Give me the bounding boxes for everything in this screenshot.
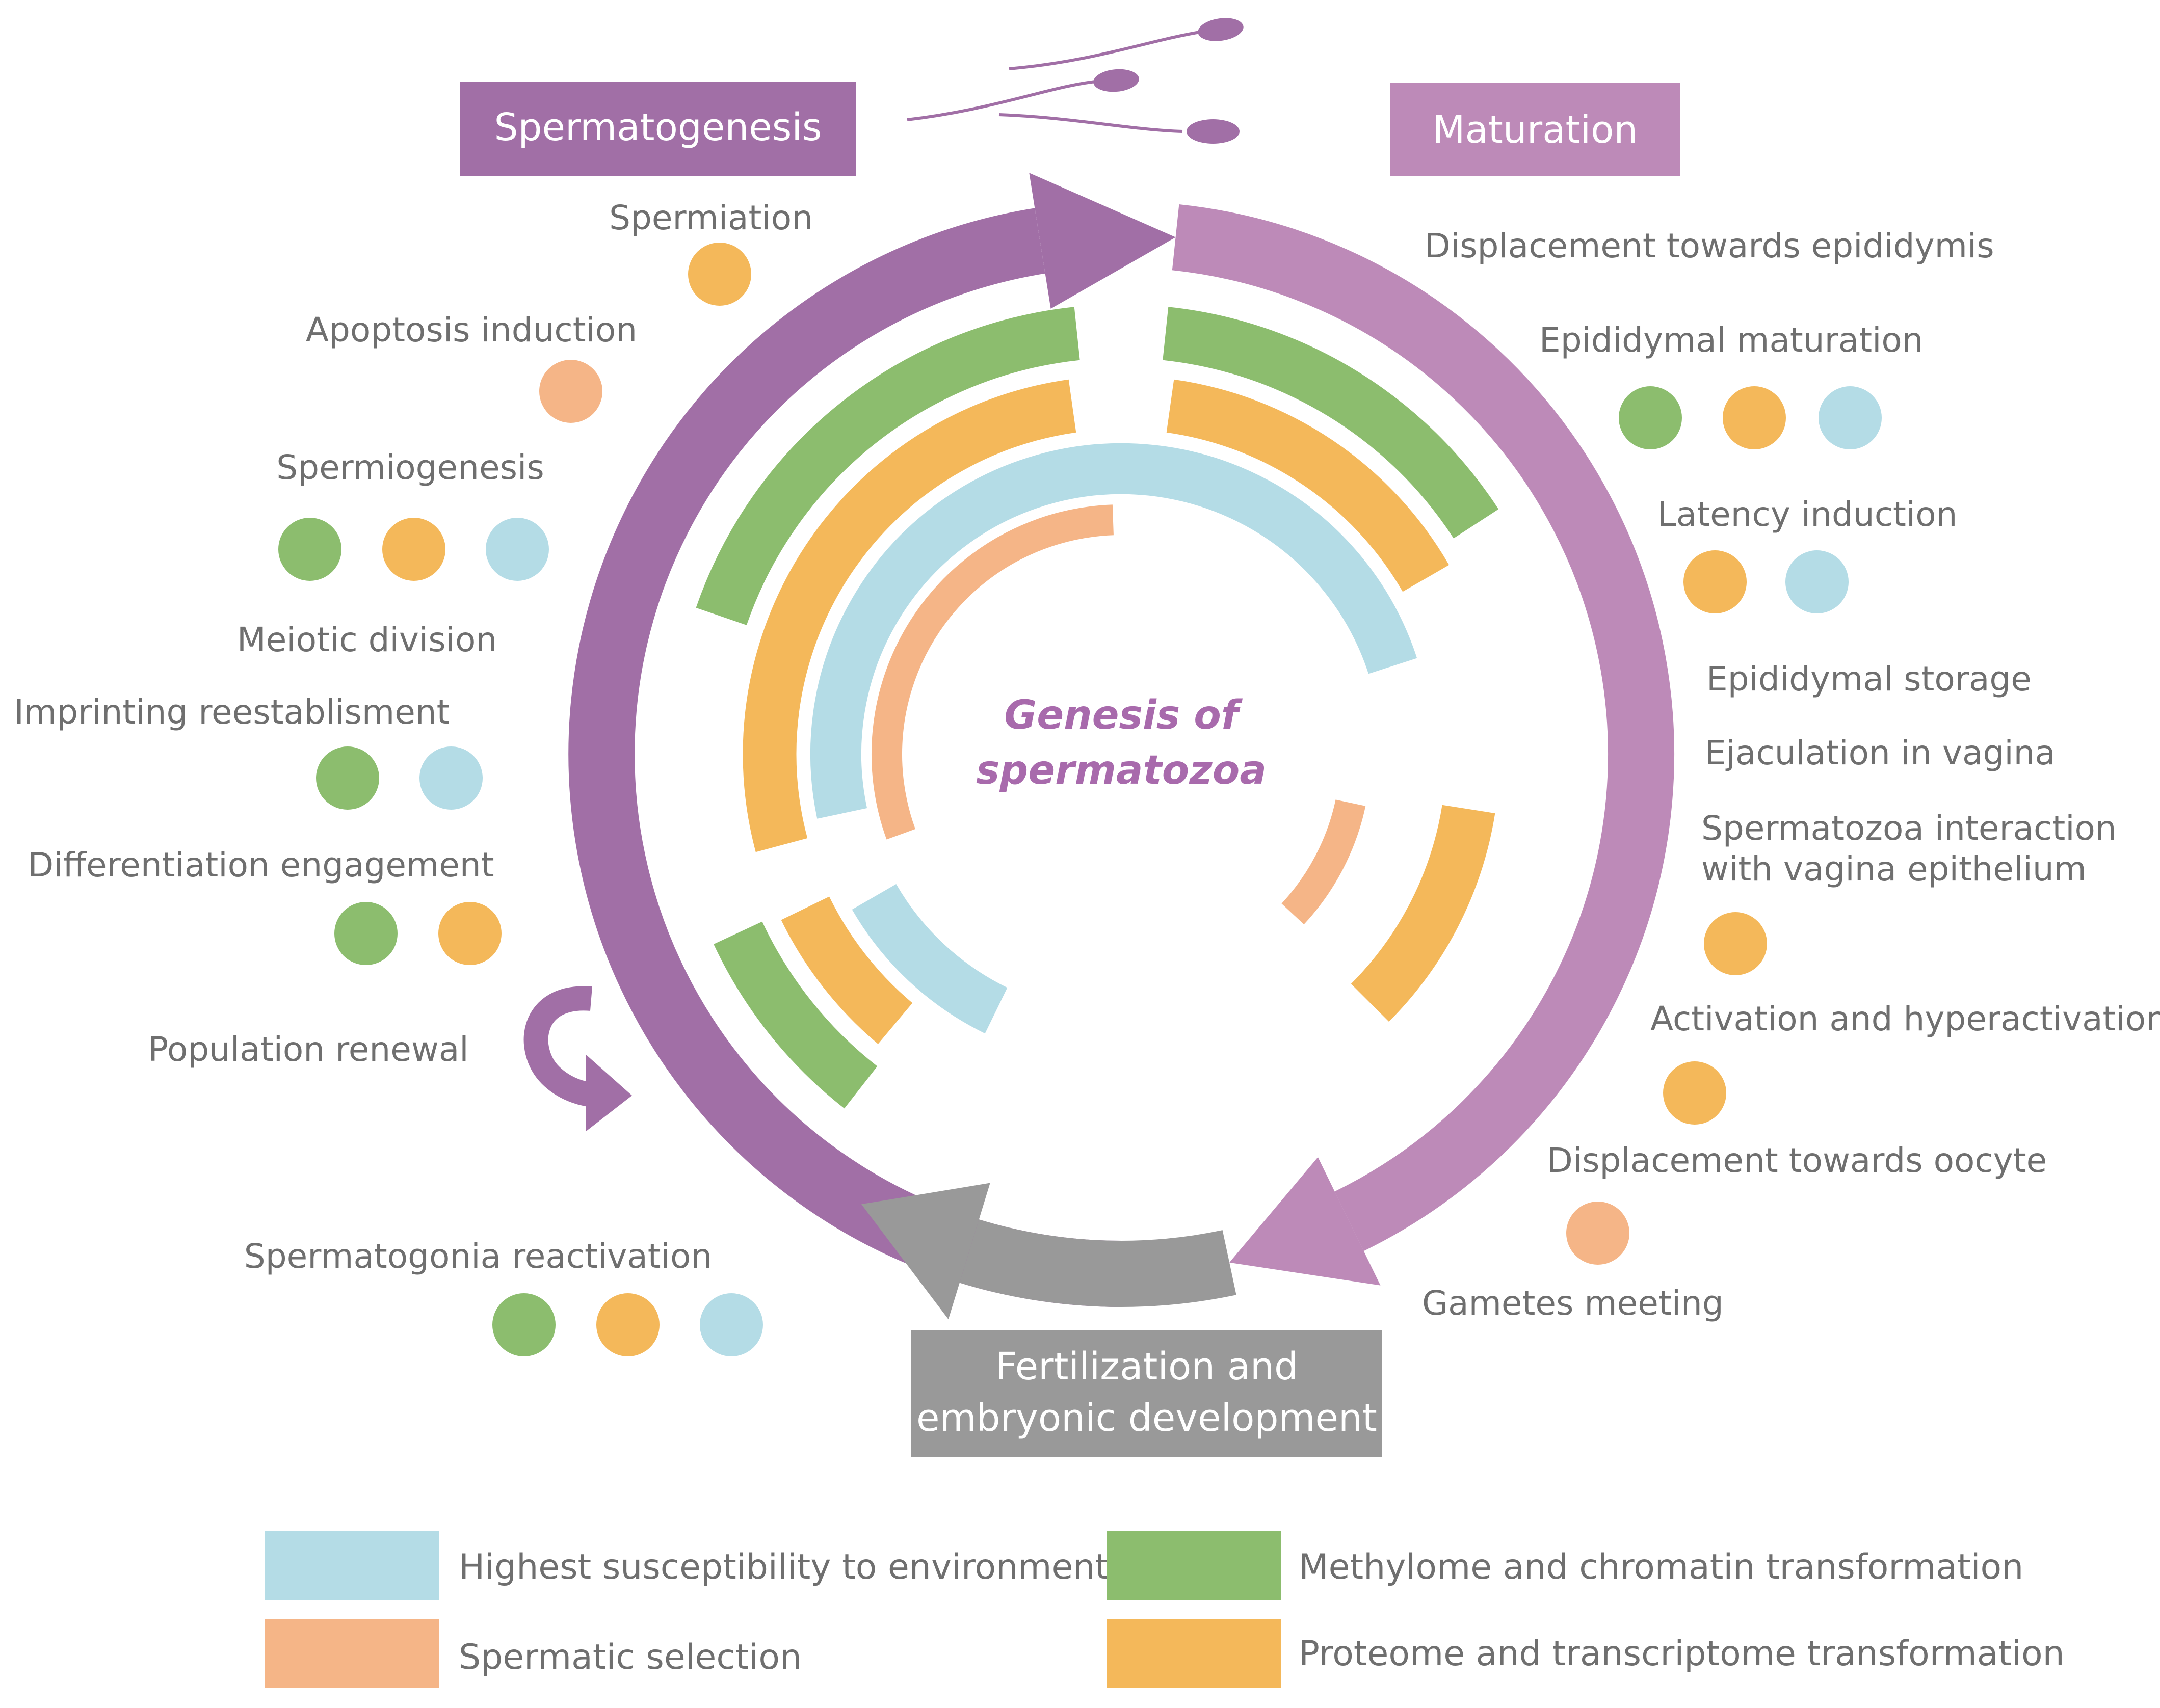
step-vagina-interaction-line1: Spermatozoa interaction [1701,809,2117,848]
sperm-2 [907,69,1139,121]
sperm-illustration [907,18,1244,144]
methylome-band-right [1163,307,1499,539]
dot-reactivation-proteome [596,1293,660,1356]
dot-imprinting-susceptibility [419,746,483,810]
legend-label-selection: Spermatic selection [459,1637,802,1677]
legend: Highest susceptibility to environment Sp… [265,1531,2065,1688]
maturation-header: Maturation [1390,83,1680,176]
dot-activation-proteome [1663,1061,1726,1125]
fertilization-header: Fertilization and embryonic development [911,1330,1382,1457]
proteome-band-left [743,379,1076,852]
methylome-band-left [696,307,1080,625]
step-imprinting-reestablisment: Imprinting reestablisment [14,692,450,732]
dot-differentiation-methylome [334,902,398,965]
dot-reactivation-methylome [492,1293,556,1356]
dot-vagina-proteome [1704,912,1767,975]
dot-spermiogenesis-proteome [382,518,445,581]
fertilization-title-line1: Fertilization and [995,1345,1298,1389]
step-meiotic-division: Meiotic division [237,620,497,659]
dot-epididymal-methylome [1619,386,1682,449]
step-epididymal-maturation: Epididymal maturation [1539,321,1924,360]
step-displacement-epididymis: Displacement towards epididymis [1425,226,1994,265]
dot-differentiation-proteome [438,902,502,965]
population-renewal-loop [523,986,602,1108]
proteome-band-right-bottom [1351,805,1495,1022]
dot-epididymal-susceptibility [1819,386,1882,449]
legend-label-proteome: Proteome and transcriptome transformatio… [1299,1634,2065,1674]
sperm-3 [998,113,1240,144]
spermatogenesis-arrow-head [1029,173,1176,309]
step-gametes-meeting: Gametes meeting [1422,1284,1724,1323]
methylome-band-bottom [714,921,878,1109]
step-spermiogenesis: Spermiogenesis [276,448,544,487]
step-differentiation-engagement: Differentiation engagement [28,845,494,885]
dot-spermiogenesis-susceptibility [486,518,549,581]
legend-label-susceptibility: Highest susceptibility to environment [459,1547,1109,1587]
step-spermatogonia-reactivation: Spermatogonia reactivation [244,1237,712,1276]
sperm-1 [1009,18,1244,70]
population-renewal-loop-head [586,1055,632,1131]
step-vagina-interaction-line2: with vagina epithelium [1701,849,2087,889]
spermatogenesis-header: Spermatogenesis [460,82,856,176]
step-epididymal-storage: Epididymal storage [1706,659,2032,699]
dot-apoptosis-selection [539,360,602,423]
dot-epididymal-proteome [1723,386,1786,449]
dot-latency-proteome [1683,550,1747,613]
dot-imprinting-methylome [316,746,379,810]
legend-swatch-methylome [1107,1531,1281,1600]
step-apoptosis-induction: Apoptosis induction [306,310,637,350]
selection-band-right [1281,799,1366,925]
fertilization-arrow-body [959,1219,1236,1307]
step-activation-hyperactivation: Activation and hyperactivation [1650,999,2160,1038]
step-ejaculation-vagina: Ejaculation in vagina [1705,733,2056,772]
dot-spermiogenesis-methylome [278,518,341,581]
right-steps: Displacement towards epididymis Epididym… [1422,226,2160,1323]
fertilization-title-line2: embryonic development [916,1396,1377,1440]
proteome-band-bottom [781,896,913,1044]
legend-swatch-susceptibility [265,1531,439,1600]
dot-oocyte-selection [1566,1202,1629,1265]
dot-spermiation-proteome [688,243,751,306]
step-spermiation: Spermiation [609,198,813,237]
dot-reactivation-susceptibility [700,1293,763,1356]
step-population-renewal: Population renewal [148,1030,468,1069]
susceptibility-band-top [810,443,1417,819]
legend-swatch-selection [265,1619,439,1688]
maturation-arrow-body [1172,204,1674,1251]
spermatogenesis-title: Spermatogenesis [494,105,822,149]
center-title-line1: Genesis of [1004,692,1243,738]
maturation-arrow-head [1229,1157,1381,1286]
susceptibility-band-bottom [852,884,1008,1034]
maturation-title: Maturation [1433,108,1638,152]
fertilization-arrow-head [861,1183,990,1320]
proteome-band-right-top [1166,379,1450,592]
step-latency-induction: Latency induction [1657,495,1957,534]
center-title-line2: spermatozoa [976,748,1267,793]
dot-latency-susceptibility [1785,550,1849,613]
legend-swatch-proteome [1107,1619,1281,1688]
cycle-rings [523,173,1674,1320]
left-steps: Spermiation Apoptosis induction Spermiog… [14,198,813,1356]
step-displacement-oocyte: Displacement towards oocyte [1547,1141,2047,1180]
legend-label-methylome: Methylome and chromatin transformation [1299,1547,2023,1587]
selection-band-top [871,504,1114,840]
